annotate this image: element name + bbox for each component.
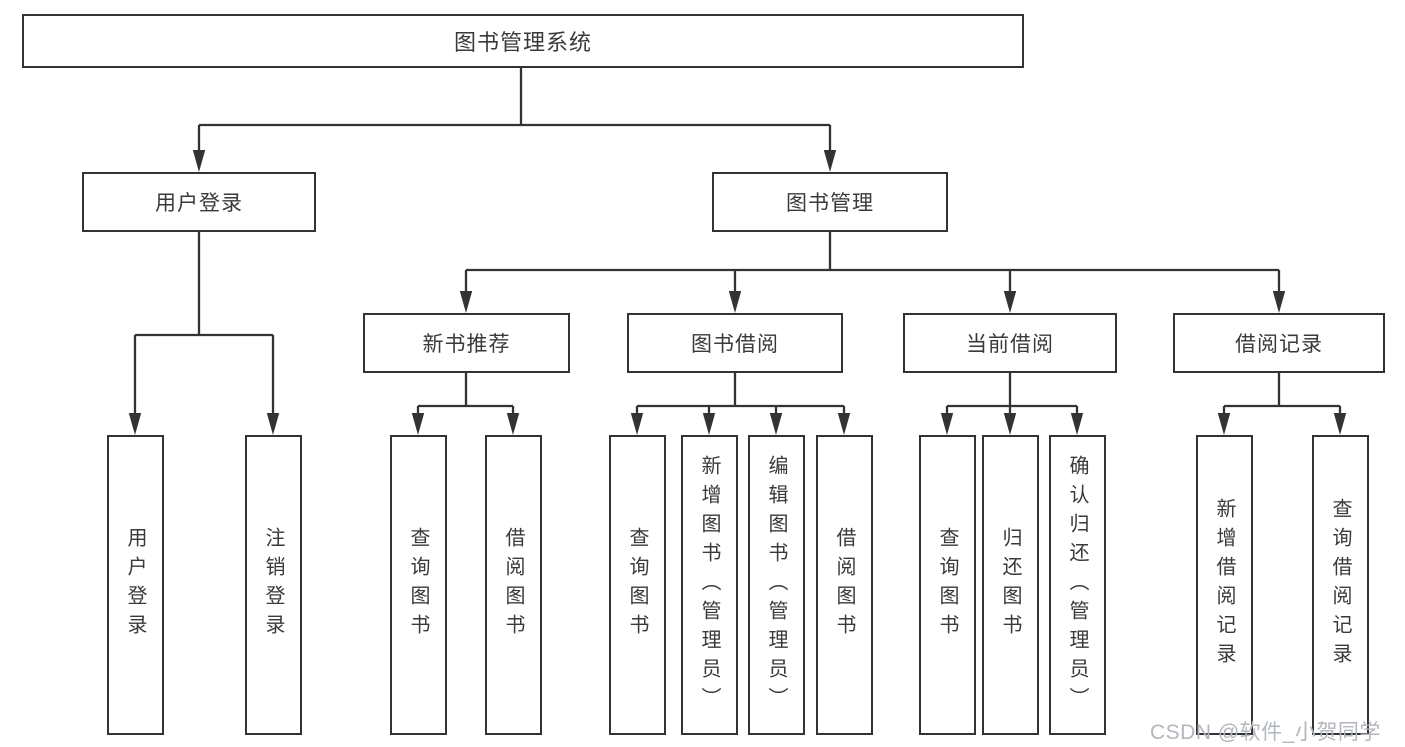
node-library-system-label: 图书管理系统 bbox=[453, 30, 592, 55]
leaf-edit-books-admin: 编辑图书（管理员） bbox=[748, 435, 805, 735]
leaf-query-books-borrowing-label: 查询图书 bbox=[626, 527, 648, 643]
node-current-borrowing-label: 当前借阅 bbox=[966, 333, 1054, 356]
node-book-management: 图书管理 bbox=[712, 172, 948, 232]
leaf-borrow-books-borrowing: 借阅图书 bbox=[816, 435, 873, 735]
leaf-confirm-return-admin-label: 确认归还（管理员） bbox=[1066, 454, 1088, 716]
leaf-edit-books-admin-label: 编辑图书（管理员） bbox=[765, 454, 787, 716]
node-current-borrowing: 当前借阅 bbox=[903, 313, 1117, 373]
leaf-add-books-admin-label: 新增图书（管理员） bbox=[698, 454, 720, 716]
node-borrow-records-label: 借阅记录 bbox=[1235, 333, 1323, 356]
leaf-borrow-books-recommend-label: 借阅图书 bbox=[502, 527, 524, 643]
csdn-watermark: CSDN @软件_小贺同学 bbox=[1150, 721, 1381, 744]
leaf-confirm-return-admin: 确认归还（管理员） bbox=[1049, 435, 1106, 735]
leaf-return-books-label: 归还图书 bbox=[999, 527, 1021, 643]
leaf-query-books-current: 查询图书 bbox=[919, 435, 976, 735]
leaf-query-books-current-label: 查询图书 bbox=[936, 527, 958, 643]
leaf-query-books-borrowing: 查询图书 bbox=[609, 435, 666, 735]
leaf-user-login: 用户登录 bbox=[107, 435, 164, 735]
node-new-book-recommend: 新书推荐 bbox=[363, 313, 570, 373]
node-book-borrowing-label: 图书借阅 bbox=[691, 333, 779, 356]
node-user-login-label: 用户登录 bbox=[155, 192, 243, 215]
leaf-add-books-admin: 新增图书（管理员） bbox=[681, 435, 738, 735]
node-library-system: 图书管理系统 bbox=[22, 14, 1024, 68]
leaf-query-books-recommend: 查询图书 bbox=[390, 435, 447, 735]
connector-paths bbox=[133, 68, 1342, 421]
node-new-book-recommend-label: 新书推荐 bbox=[422, 333, 511, 356]
leaf-logout-label: 注销登录 bbox=[262, 527, 284, 643]
node-user-login: 用户登录 bbox=[82, 172, 316, 232]
leaf-query-books-recommend-label: 查询图书 bbox=[407, 527, 429, 643]
node-book-borrowing: 图书借阅 bbox=[627, 313, 843, 373]
leaf-borrow-books-borrowing-label: 借阅图书 bbox=[833, 527, 855, 643]
leaf-add-borrow-record: 新增借阅记录 bbox=[1196, 435, 1253, 735]
leaf-borrow-books-recommend: 借阅图书 bbox=[485, 435, 542, 735]
leaf-user-login-label: 用户登录 bbox=[124, 527, 146, 643]
leaf-logout: 注销登录 bbox=[245, 435, 302, 735]
leaf-add-borrow-record-label: 新增借阅记录 bbox=[1213, 498, 1235, 672]
leaf-query-borrow-record-label: 查询借阅记录 bbox=[1329, 498, 1351, 672]
node-borrow-records: 借阅记录 bbox=[1173, 313, 1385, 373]
node-book-management-label: 图书管理 bbox=[786, 192, 874, 215]
leaf-query-borrow-record: 查询借阅记录 bbox=[1312, 435, 1369, 735]
leaf-return-books: 归还图书 bbox=[982, 435, 1039, 735]
